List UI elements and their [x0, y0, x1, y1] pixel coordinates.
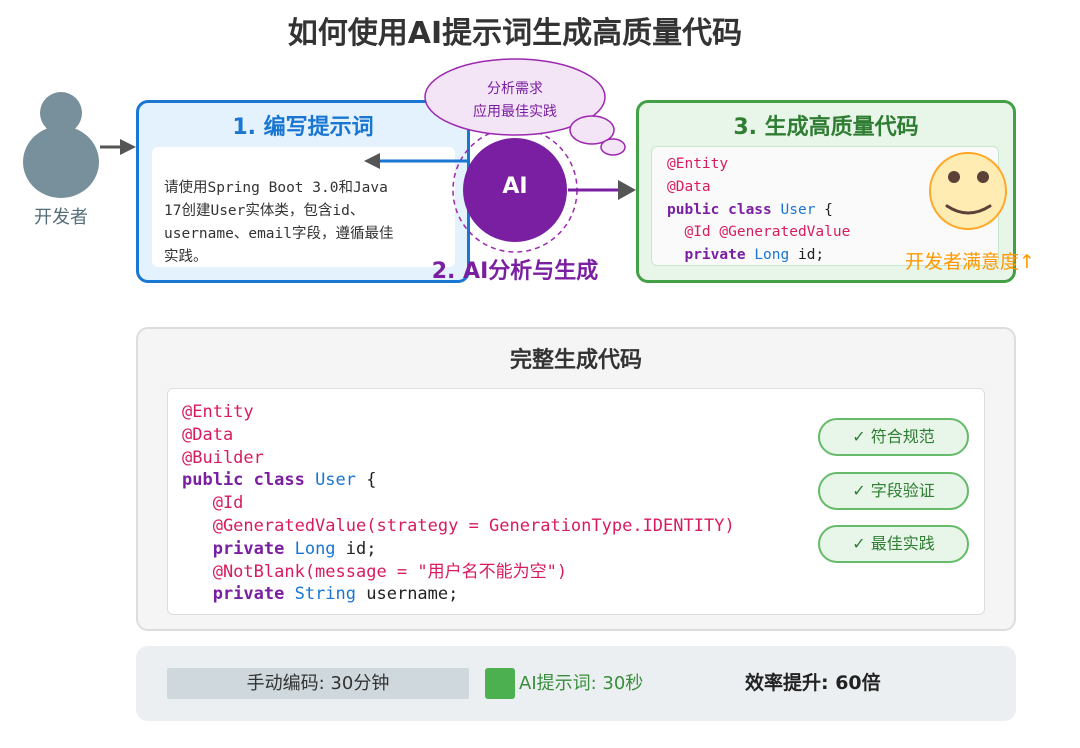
- code-token: private: [667, 247, 755, 264]
- full-code-title: 完整生成代码: [509, 348, 642, 373]
- bubble-line: 分析需求: [487, 81, 543, 97]
- step1-title: 1. 编写提示词: [232, 115, 374, 140]
- arrowhead-icon: [120, 139, 136, 155]
- code-token: @Id @GeneratedValue: [667, 224, 851, 241]
- code-line: @Data: [667, 176, 850, 199]
- developer-label: 开发者: [34, 207, 88, 228]
- code-token: @Data: [667, 178, 711, 195]
- ai-time-bar: [485, 668, 515, 699]
- code-line: @Id @GeneratedValue: [667, 221, 850, 244]
- thought-bubble-icon: [424, 58, 626, 156]
- code-token: @Id: [182, 493, 244, 514]
- code-token: @Data: [182, 424, 234, 445]
- arrowhead-icon: [618, 180, 636, 200]
- code-token: @Entity: [667, 156, 729, 172]
- code-token: public class: [667, 201, 781, 218]
- code-token: @NotBlank(message = "用户名不能为空"): [182, 561, 568, 582]
- step2-title: 2. AI分析与生成: [431, 259, 599, 284]
- badge-validation: ✓ 字段验证: [818, 472, 969, 510]
- ai-time-label: AI提示词: 30秒: [519, 673, 644, 694]
- code-line: @Data: [182, 424, 735, 447]
- code-line: public class User {: [182, 469, 735, 492]
- person-icon: [23, 92, 99, 198]
- code-token: Long: [754, 247, 790, 264]
- satisfaction-label: 开发者满意度↑: [905, 251, 1035, 273]
- bubble-line: 应用最佳实践: [473, 104, 557, 120]
- code-token: @GeneratedValue(strategy = GenerationTyp…: [182, 515, 735, 536]
- code-token: @Entity: [182, 402, 254, 422]
- code-token: {: [815, 201, 833, 218]
- badge-best-practice: ✓ 最佳实践: [818, 525, 969, 563]
- ai-circle-icon: [463, 138, 567, 242]
- code-line: private Long id;: [667, 244, 850, 267]
- manual-time-bar: 手动编码: 30分钟: [167, 668, 469, 699]
- code-token: User: [315, 470, 357, 491]
- prompt-line: 实践。: [164, 249, 208, 265]
- code-line: @Id: [182, 492, 735, 515]
- code-line: private String username;: [182, 583, 735, 606]
- step3-title: 3. 生成高质量代码: [733, 115, 919, 140]
- code-token: id;: [335, 538, 377, 559]
- code-line: @GeneratedValue(strategy = GenerationTyp…: [182, 515, 735, 538]
- code-token: username;: [356, 584, 459, 605]
- arrowhead-icon: [364, 153, 380, 169]
- code-token: Long: [294, 538, 336, 559]
- efficiency-gain: 效率提升: 60倍: [745, 672, 881, 694]
- prompt-line: username、email字段，遵循最佳: [164, 226, 394, 242]
- code-token: public class: [182, 470, 316, 491]
- code-token: String: [294, 584, 357, 605]
- smiley-face-icon: [929, 152, 1007, 230]
- code-line: @Entity: [667, 153, 850, 176]
- thought-bubble-text: 分析需求 应用最佳实践: [440, 78, 590, 124]
- code-line: @Entity: [182, 401, 735, 424]
- code-token: User: [780, 201, 816, 218]
- code-token: id;: [789, 247, 825, 264]
- code-preview: @Entity @Data public class User { @Id @Gen…: [667, 153, 850, 267]
- code-token: private: [182, 584, 295, 605]
- ai-label: AI: [502, 174, 528, 199]
- code-line: @Builder: [182, 447, 735, 470]
- code-token: {: [356, 470, 377, 491]
- code-line: public class User {: [667, 199, 850, 222]
- prompt-line: 17创建User实体类，包含id、: [164, 203, 365, 219]
- prompt-text: 请使用Spring Boot 3.0和Java 17创建User实体类，包含id…: [164, 177, 454, 269]
- code-line: @NotBlank(message = "用户名不能为空"): [182, 561, 735, 584]
- code-line: private Long id;: [182, 538, 735, 561]
- page-title: 如何使用AI提示词生成高质量代码: [287, 16, 743, 51]
- prompt-line: 请使用Spring Boot 3.0和Java: [164, 180, 388, 196]
- prompt-card: [152, 147, 455, 267]
- code-token: @Builder: [182, 447, 264, 468]
- badge-compliant: ✓ 符合规范: [818, 418, 969, 456]
- code-token: private: [182, 538, 295, 559]
